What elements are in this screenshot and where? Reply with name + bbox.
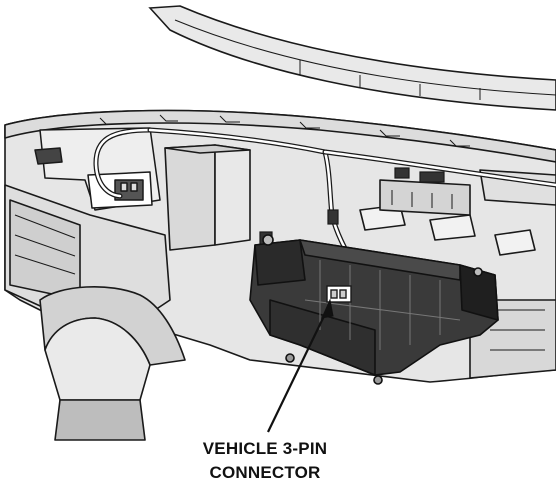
windshield-frame	[148, 5, 556, 111]
left-cavity	[4, 184, 171, 321]
left-clip-bracket	[34, 127, 161, 211]
callout-label-line1: VEHICLE 3-PIN	[202, 439, 328, 458]
center-blocks	[164, 144, 251, 251]
vehicle-3-pin-connector	[326, 285, 352, 303]
column-opening	[39, 286, 186, 441]
callout-label-line2: CONNECTOR	[209, 463, 321, 482]
arrow-leader-icon	[267, 298, 334, 433]
